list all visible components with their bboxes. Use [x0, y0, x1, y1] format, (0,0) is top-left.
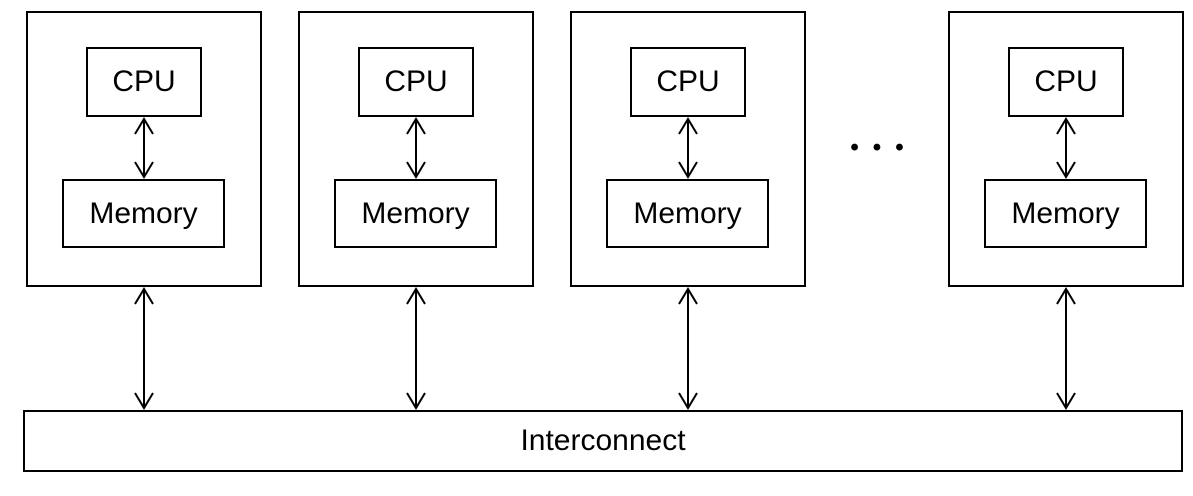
cpu-label: CPU — [384, 65, 448, 98]
cpu-label: CPU — [112, 65, 176, 98]
cpu-box: CPU — [86, 47, 202, 117]
cpu-memory-double-arrow-icon — [134, 117, 154, 179]
cpu-label: CPU — [656, 65, 720, 98]
node-box-2: CPU Memory — [298, 11, 534, 287]
memory-label: Memory — [89, 196, 198, 230]
cpu-memory-double-arrow-icon — [1056, 117, 1076, 179]
cpu-label: CPU — [1034, 65, 1098, 98]
more-nodes-ellipsis: ••• — [850, 134, 918, 161]
node-interconnect-double-arrow-icon — [406, 287, 426, 410]
memory-box: Memory — [334, 179, 497, 248]
node-interconnect-double-arrow-icon — [678, 287, 698, 410]
cpu-box: CPU — [1008, 47, 1124, 117]
interconnect-label: Interconnect — [520, 424, 686, 457]
node-box-4: CPU Memory — [948, 11, 1184, 287]
cpu-box: CPU — [358, 47, 474, 117]
cpu-box: CPU — [630, 47, 746, 117]
cpu-memory-double-arrow-icon — [406, 117, 426, 179]
node-interconnect-double-arrow-icon — [1056, 287, 1076, 410]
memory-label: Memory — [633, 196, 742, 230]
cpu-memory-double-arrow-icon — [678, 117, 698, 179]
memory-box: Memory — [606, 179, 769, 248]
node-box-3: CPU Memory — [570, 11, 806, 287]
node-box-1: CPU Memory — [26, 11, 262, 287]
memory-label: Memory — [361, 196, 470, 230]
memory-box: Memory — [984, 179, 1147, 248]
memory-label: Memory — [1011, 196, 1120, 230]
interconnect-bus: Interconnect — [23, 410, 1183, 472]
node-interconnect-double-arrow-icon — [134, 287, 154, 410]
memory-box: Memory — [62, 179, 225, 248]
